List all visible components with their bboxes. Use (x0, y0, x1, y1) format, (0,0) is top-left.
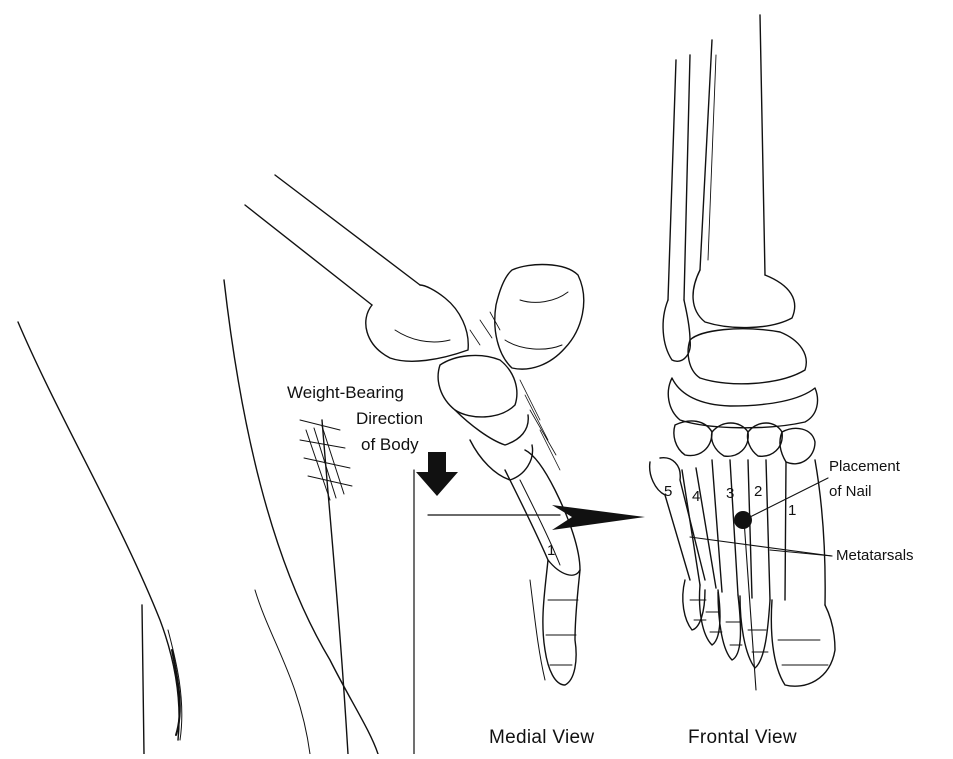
metatarsal-number-5: 5 (664, 484, 672, 499)
of-nail-label: of Nail (829, 484, 872, 499)
middle-leg-outline (224, 280, 378, 754)
metatarsal-number-1: 1 (788, 503, 796, 518)
of-body-label: of Body (361, 436, 419, 453)
medial-metatarsal-number-1: 1 (547, 543, 555, 558)
metatarsal-number-3: 3 (726, 486, 734, 501)
metatarsal-number-2: 2 (754, 484, 762, 499)
metatarsal-number-4: 4 (692, 489, 700, 504)
weight-bearing-label: Weight-Bearing (287, 384, 404, 401)
placement-label: Placement (829, 459, 900, 474)
weight-arrow (416, 452, 458, 496)
projection-arrow (552, 505, 645, 530)
left-leg-outline (18, 322, 182, 754)
frontal-view-label: Frontal View (688, 728, 797, 747)
frontal-view-foot (650, 15, 835, 686)
medial-view-label: Medial View (489, 728, 594, 747)
metatarsals-label: Metatarsals (836, 548, 914, 563)
metatarsals-leader-2 (770, 550, 832, 556)
metatarsals-leader-1 (690, 537, 832, 556)
direction-label: Direction (356, 410, 423, 427)
nail-dot (734, 511, 752, 529)
